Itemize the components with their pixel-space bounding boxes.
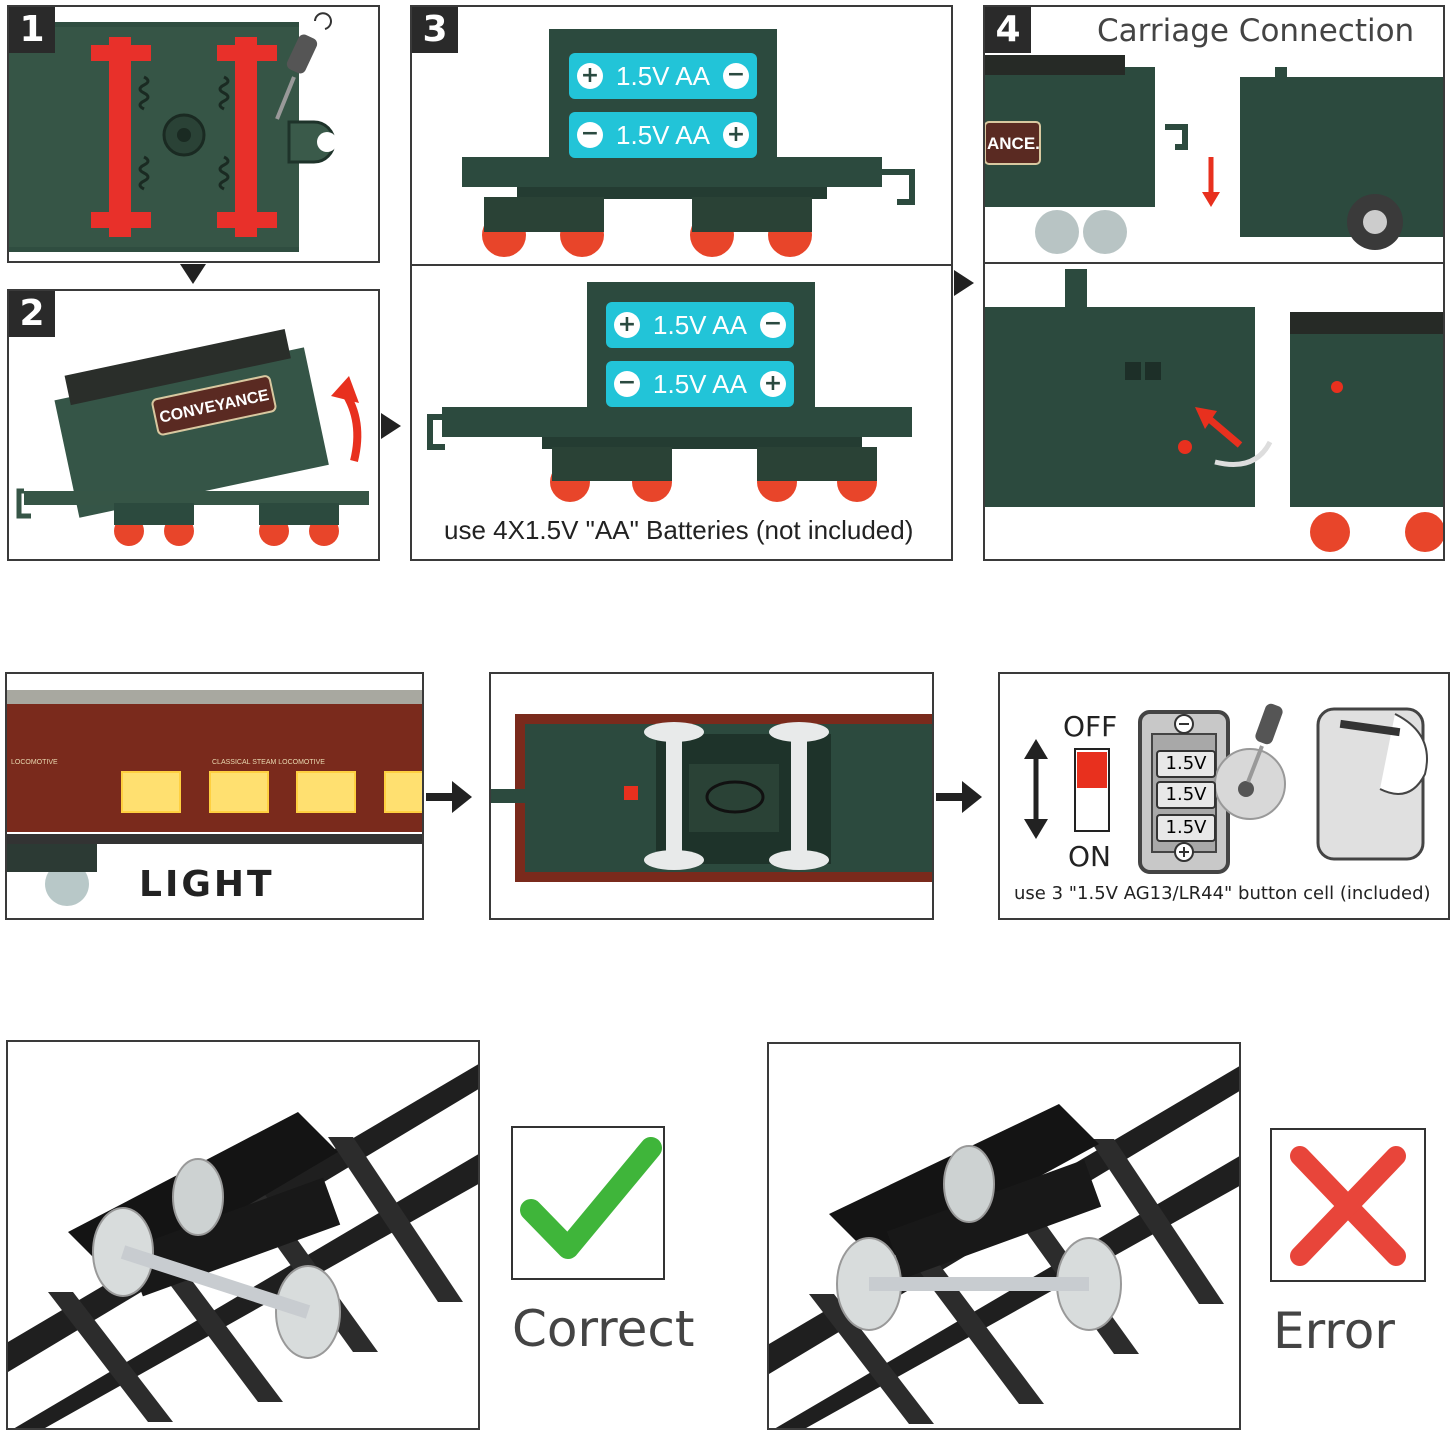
button-cell-caption: use 3 "1.5V AG13/LR44" button cell (incl… — [1014, 883, 1431, 904]
correct-label: Correct — [512, 1300, 695, 1358]
battery-cell: + 1.5V AA − — [569, 53, 757, 99]
battery-cell: + 1.5V AA − — [606, 302, 794, 348]
minus-icon: − — [760, 312, 786, 338]
coach-light-panel: CLASSICAL STEAM LOCOMOTIVE LOCOMOTIVE LI… — [5, 672, 424, 920]
panel-divider — [985, 262, 1443, 264]
passenger-coach-illustration: CLASSICAL STEAM LOCOMOTIVE LOCOMOTIVE — [7, 690, 422, 906]
tender-lift-illustration: CONVEYANCE — [16, 328, 369, 546]
switch-on-label: ON — [1068, 840, 1111, 873]
button-cell: 1.5V — [1156, 750, 1216, 778]
switch-off-label: OFF — [1063, 710, 1118, 743]
button-cell: 1.5V — [1156, 781, 1216, 809]
plus-icon: + — [577, 63, 603, 89]
arrow-down-icon — [180, 264, 206, 284]
step-4-panel: 4 Carriage Connection ANCE. — [983, 5, 1445, 561]
cross-box — [1270, 1128, 1426, 1282]
minus-icon: − — [723, 63, 749, 89]
track-correct-panel — [6, 1040, 480, 1430]
battery-label: 1.5V AA — [616, 119, 710, 150]
step-3-panel: 3 + 1.5V AA − − 1.5V AA + — [410, 5, 953, 561]
check-box — [511, 1126, 665, 1280]
coach-livery-text: CLASSICAL STEAM LOCOMOTIVE — [212, 759, 325, 766]
battery-label: 1.5V AA — [653, 368, 747, 399]
minus-icon: − — [577, 122, 603, 148]
plus-icon: + — [614, 312, 640, 338]
screwdriver-icon — [275, 12, 332, 120]
panel-divider — [412, 264, 951, 266]
cross-icon — [1290, 1146, 1406, 1266]
coach-livery-text-left: LOCOMOTIVE — [11, 759, 58, 766]
battery-caption: use 4X1.5V "AA" Batteries (not included) — [444, 515, 914, 545]
step-1-number: 1 — [9, 7, 55, 53]
battery-label: 1.5V AA — [653, 309, 747, 340]
battery-label: 1.5V AA — [616, 60, 710, 91]
plus-icon: + — [760, 371, 786, 397]
arrow-right-icon — [954, 270, 974, 296]
plus-icon: + — [723, 122, 749, 148]
tender-brand-label: ANCE. — [987, 134, 1040, 153]
checkmark-icon — [520, 1137, 662, 1259]
coach-underside-illustration — [491, 714, 932, 882]
up-down-arrow-icon — [1024, 739, 1048, 839]
button-cell: 1.5V — [1156, 814, 1216, 842]
wheelset-on-track-correct — [8, 1064, 478, 1428]
arrow-right-icon — [426, 781, 472, 813]
light-label: LIGHT — [139, 864, 275, 905]
carriage-connection-illustration: ANCE. — [985, 55, 1443, 552]
step-4-title: Carriage Connection — [1097, 13, 1415, 49]
step-3-number: 3 — [412, 7, 458, 53]
button-cell-panel: OFF ON 1.5V 1.5V 1.5V use 3 "1.5V AG13/L… — [998, 672, 1450, 920]
screwdriver-icon — [1246, 703, 1283, 783]
arrow-right-icon — [381, 413, 401, 439]
wheelset-on-track-error — [769, 1066, 1239, 1428]
arrow-right-icon — [936, 781, 982, 813]
step-2-number: 2 — [9, 291, 55, 337]
step-1-panel: 1 — [7, 5, 380, 263]
chassis-underside-illustration — [9, 12, 337, 252]
error-label: Error — [1273, 1302, 1395, 1360]
step-4-number: 4 — [985, 7, 1031, 53]
coach-underside-panel — [489, 672, 934, 920]
minus-icon: − — [614, 371, 640, 397]
battery-cell: − 1.5V AA + — [569, 112, 757, 158]
step-2-panel: 2 CONVEYANCE — [7, 289, 380, 561]
battery-cell: − 1.5V AA + — [606, 361, 794, 407]
track-error-panel — [767, 1042, 1241, 1430]
